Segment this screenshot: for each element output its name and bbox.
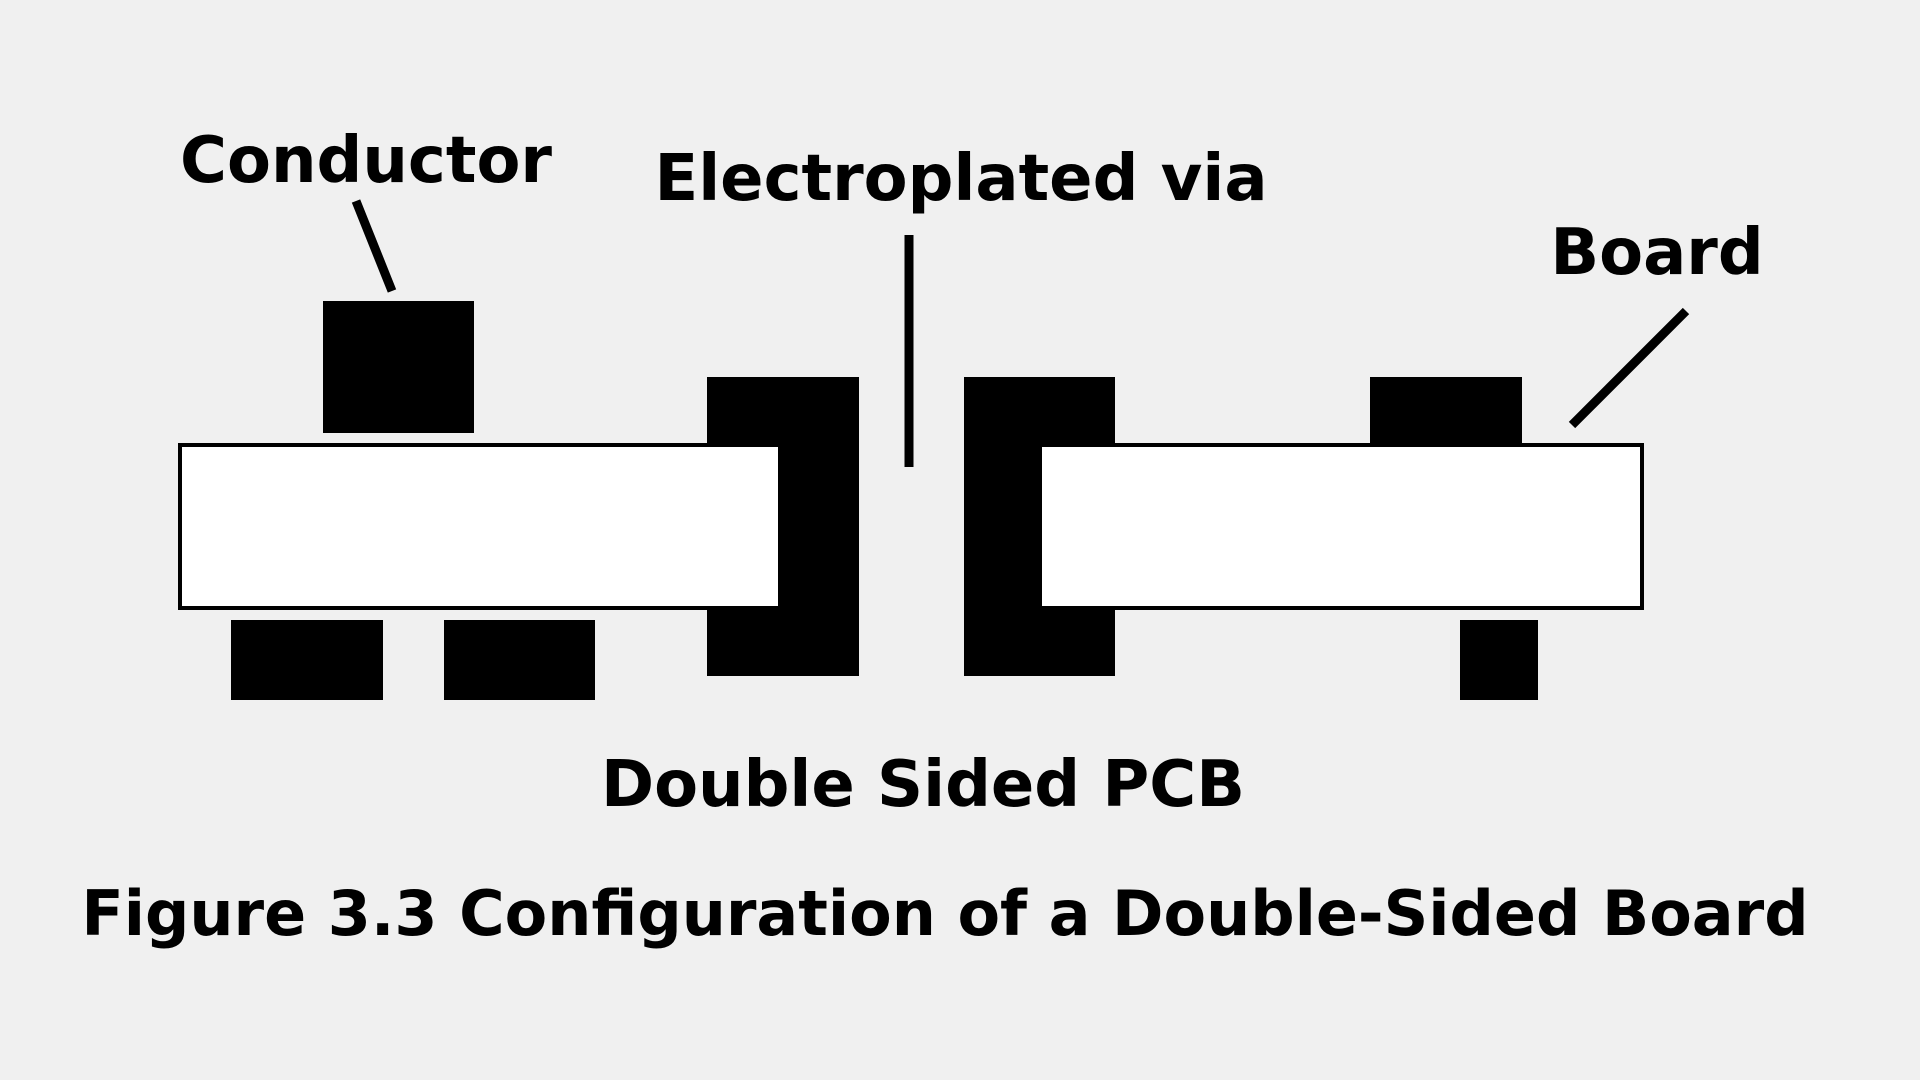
conductor-leader-line <box>351 199 397 293</box>
via-plating-left <box>707 377 859 676</box>
via-label: Electroplated via <box>655 142 1268 216</box>
conductor-bottom-pad-1 <box>231 620 383 700</box>
board-substrate-right <box>1038 443 1644 610</box>
diagram-subtitle: Double Sided PCB <box>601 748 1245 822</box>
conductor-top-pad-1 <box>323 301 474 433</box>
board-leader-line <box>1568 307 1690 429</box>
figure-caption: Figure 3.3 Configuration of a Double-Sid… <box>81 877 1808 950</box>
conductor-bottom-pad-3 <box>1460 620 1538 700</box>
conductor-top-pad-2 <box>1370 377 1522 443</box>
board-substrate-left <box>178 443 782 610</box>
via-plating-right <box>964 377 1115 676</box>
conductor-bottom-pad-2 <box>444 620 595 700</box>
board-label: Board <box>1550 216 1763 290</box>
conductor-label: Conductor <box>180 124 552 198</box>
